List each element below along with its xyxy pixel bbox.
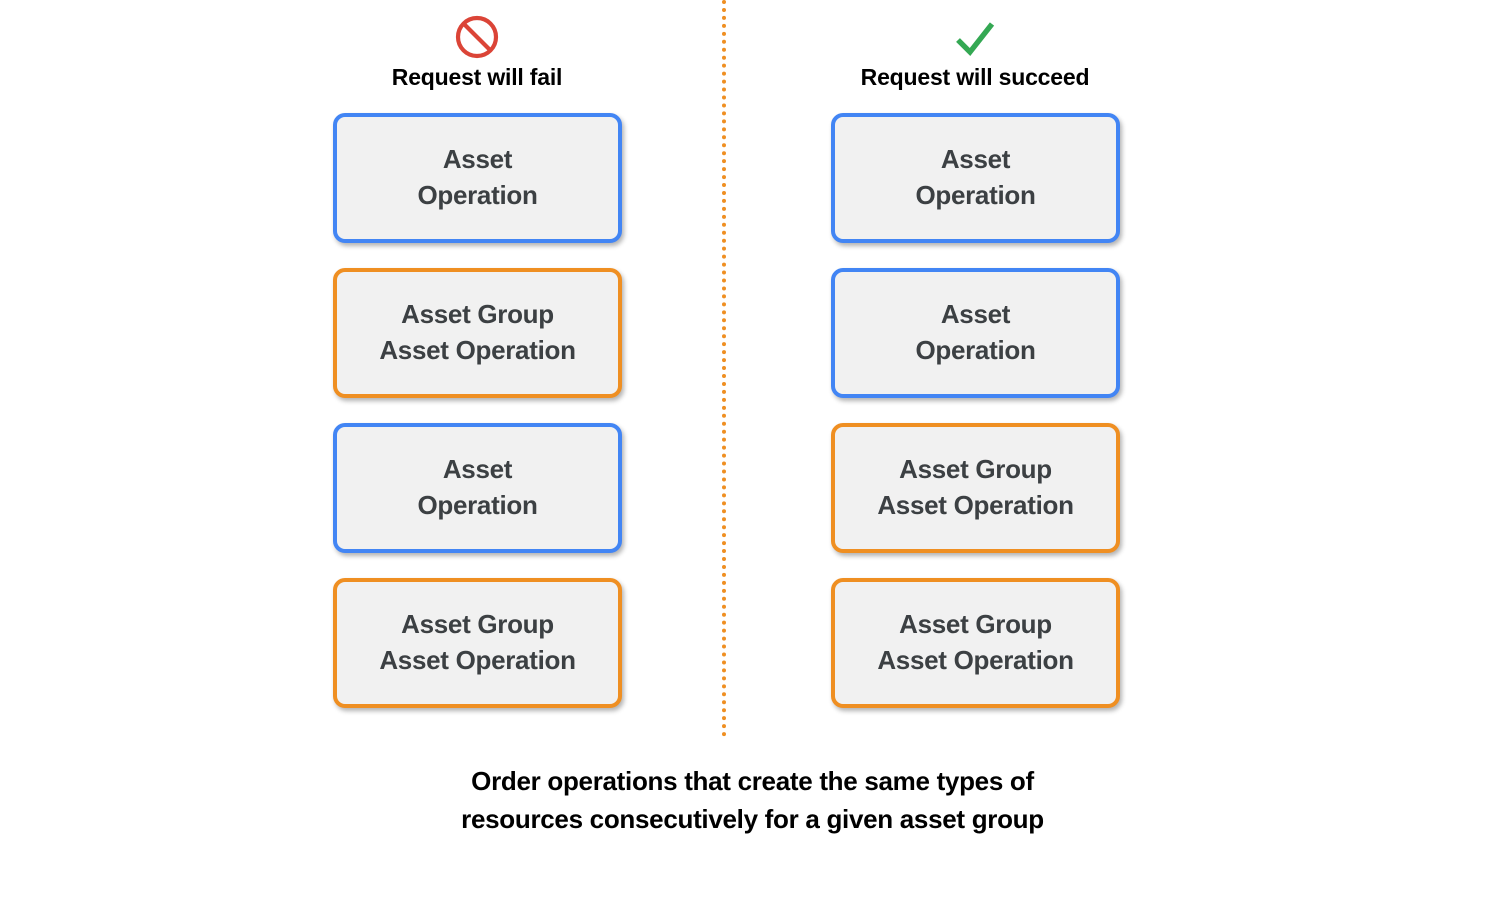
operation-box-label: Asset Group Asset Operation (379, 299, 576, 365)
operation-box[interactable]: Asset Group Asset Operation (831, 578, 1120, 708)
prohibition-icon (454, 14, 500, 60)
column-divider (722, 0, 726, 737)
operation-box-label: Asset Group Asset Operation (877, 609, 1074, 675)
column-title-succeed: Request will succeed (860, 64, 1090, 90)
operation-box-label: Asset Group Asset Operation (379, 609, 576, 675)
operation-box[interactable]: Asset Group Asset Operation (333, 578, 622, 708)
operation-stack-fail: Asset Operation Asset Group Asset Operat… (333, 113, 622, 733)
column-header-succeed: Request will succeed (825, 14, 1125, 91)
column-title-fail: Request will fail (391, 64, 563, 90)
operation-box[interactable]: Asset Group Asset Operation (333, 268, 622, 398)
operation-box[interactable]: Asset Operation (333, 423, 622, 553)
caption-line-1: Order operations that create the same ty… (471, 766, 1034, 796)
operation-stack-succeed: Asset Operation Asset Operation Asset Gr… (831, 113, 1120, 733)
operation-box-label: Asset Operation (417, 144, 538, 210)
column-header-fail: Request will fail (327, 14, 627, 91)
operation-box[interactable]: Asset Group Asset Operation (831, 423, 1120, 553)
operation-box-label: Asset Group Asset Operation (877, 454, 1074, 520)
operation-box[interactable]: Asset Operation (831, 268, 1120, 398)
caption-line-2: resources consecutively for a given asse… (461, 803, 1044, 834)
diagram-caption: Order operations that create the same ty… (0, 763, 1505, 838)
operation-box[interactable]: Asset Operation (831, 113, 1120, 243)
operation-box-label: Asset Operation (915, 299, 1036, 365)
checkmark-icon (952, 14, 998, 60)
operation-box-label: Asset Operation (915, 144, 1036, 210)
operation-box-label: Asset Operation (417, 454, 538, 520)
operation-box[interactable]: Asset Operation (333, 113, 622, 243)
